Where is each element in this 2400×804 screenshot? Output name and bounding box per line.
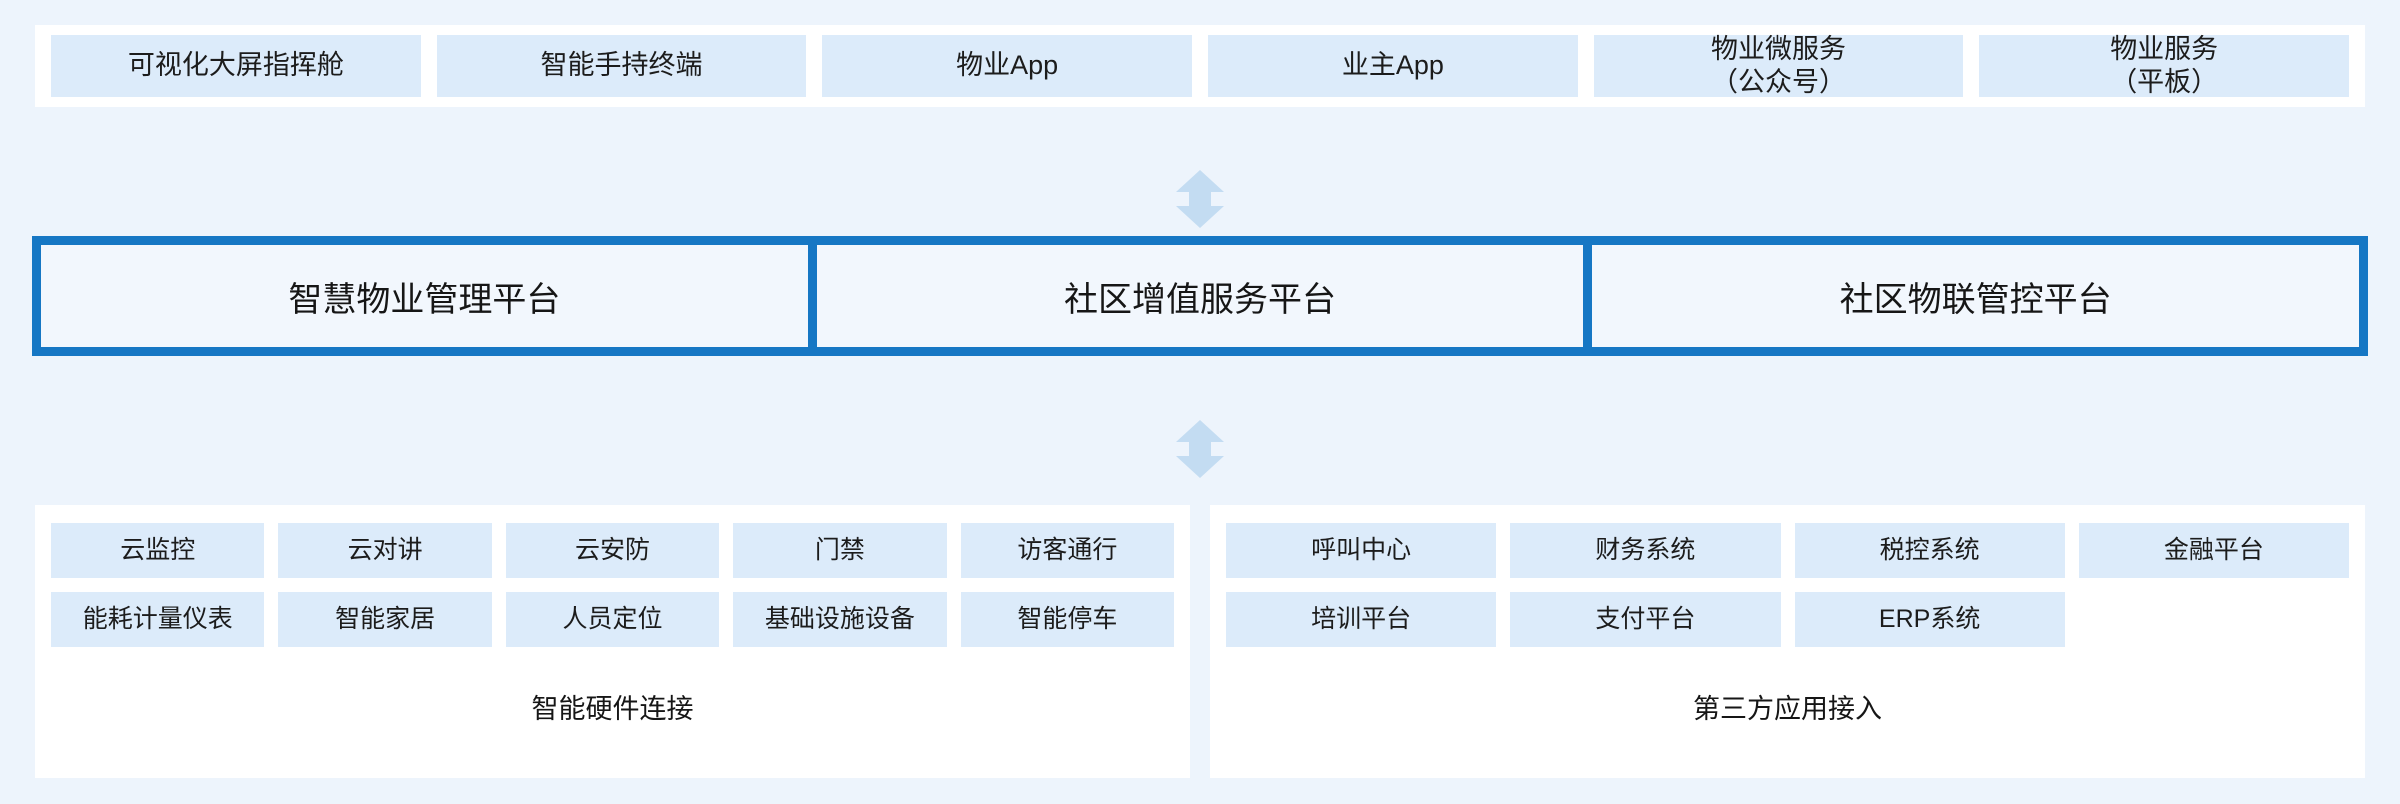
top-tile-0-label: 可视化大屏指挥舱 bbox=[127, 50, 344, 81]
top-tile-4[interactable]: 物业微服务（公众号） bbox=[1593, 34, 1964, 97]
top-tile-5-label: 物业服务（平板） bbox=[2110, 34, 2219, 97]
hw-tile-1-3[interactable]: 基础设施设备 bbox=[733, 592, 947, 647]
third-party-panel: 呼叫中心 财务系统 税控系统 金融平台 培训平台 支付平台 ERP系统 第三方应… bbox=[1210, 505, 2365, 778]
tp-tile-0-1-label: 财务系统 bbox=[1595, 536, 1696, 565]
tp-tile-0-3-label: 金融平台 bbox=[2163, 536, 2264, 565]
double-arrow-vertical-icon-bottom bbox=[1169, 420, 1231, 478]
hw-tile-0-1[interactable]: 云对讲 bbox=[278, 523, 492, 578]
hw-tile-1-0[interactable]: 能耗计量仪表 bbox=[51, 592, 265, 647]
hw-tile-1-2[interactable]: 人员定位 bbox=[505, 592, 720, 647]
tp-tile-0-0-label: 呼叫中心 bbox=[1311, 536, 1412, 565]
hw-tile-0-1-label: 云对讲 bbox=[347, 536, 423, 565]
hw-tile-0-3[interactable]: 门禁 bbox=[733, 523, 947, 578]
double-arrow-vertical-icon-top bbox=[1169, 170, 1231, 228]
smart-hardware-row-1: 能耗计量仪表 智能家居 人员定位 基础设施设备 智能停车 bbox=[51, 592, 1175, 647]
hw-tile-0-2-label: 云安防 bbox=[575, 536, 651, 565]
top-tile-4-label: 物业微服务（公众号） bbox=[1711, 34, 1847, 97]
hw-tile-0-3-label: 门禁 bbox=[814, 536, 865, 565]
top-tile-3-label: 业主App bbox=[1341, 50, 1444, 81]
hw-tile-1-1-label: 智能家居 bbox=[335, 605, 436, 634]
hw-tile-0-2[interactable]: 云安防 bbox=[505, 523, 720, 578]
tp-tile-0-1[interactable]: 财务系统 bbox=[1510, 523, 1781, 578]
top-tile-3[interactable]: 业主App bbox=[1208, 35, 1578, 97]
hw-tile-1-2-label: 人员定位 bbox=[562, 605, 663, 634]
tp-tile-1-2[interactable]: ERP系统 bbox=[1794, 592, 2065, 647]
third-party-caption: 第三方应用接入 bbox=[1693, 694, 1882, 724]
hw-tile-1-0-label: 能耗计量仪表 bbox=[82, 605, 233, 634]
client-endpoints-panel: 可视化大屏指挥舱 智能手持终端 物业App 业主App 物业微服务（公众号） 物… bbox=[35, 25, 2365, 107]
top-tile-0[interactable]: 可视化大屏指挥舱 bbox=[51, 35, 421, 97]
tp-tile-1-1-label: 支付平台 bbox=[1595, 605, 1696, 634]
smart-hardware-caption: 智能硬件连接 bbox=[531, 694, 694, 724]
third-party-row-1: 培训平台 支付平台 ERP系统 bbox=[1226, 592, 2349, 647]
tp-tile-1-1[interactable]: 支付平台 bbox=[1510, 592, 1781, 647]
platform-cell-2[interactable]: 社区物联管控平台 bbox=[1592, 245, 2360, 347]
hw-tile-1-3-label: 基础设施设备 bbox=[764, 605, 915, 634]
smart-hardware-row-0: 云监控 云对讲 云安防 门禁 访客通行 bbox=[51, 523, 1175, 578]
tp-tile-0-2[interactable]: 税控系统 bbox=[1794, 523, 2065, 578]
tp-tile-1-3-placeholder bbox=[2079, 592, 2349, 647]
top-tile-1[interactable]: 智能手持终端 bbox=[436, 35, 807, 97]
platform-bar: 智慧物业管理平台 社区增值服务平台 社区物联管控平台 bbox=[32, 236, 2368, 356]
top-tile-5[interactable]: 物业服务（平板） bbox=[1979, 34, 2350, 97]
tp-tile-1-0-label: 培训平台 bbox=[1311, 605, 1412, 634]
platform-cell-1-label: 社区增值服务平台 bbox=[1064, 280, 1336, 319]
platform-cell-0[interactable]: 智慧物业管理平台 bbox=[41, 245, 808, 347]
tp-tile-0-3[interactable]: 金融平台 bbox=[2078, 523, 2349, 578]
top-tile-2[interactable]: 物业App bbox=[822, 35, 1193, 97]
hw-tile-0-4[interactable]: 访客通行 bbox=[960, 523, 1175, 578]
hw-tile-0-0[interactable]: 云监控 bbox=[51, 523, 265, 578]
top-tile-2-label: 物业App bbox=[956, 50, 1059, 81]
smart-hardware-grid: 云监控 云对讲 云安防 门禁 访客通行 能耗计量仪表 智能家居 人员定位 基础设… bbox=[35, 505, 1190, 726]
tp-tile-0-0[interactable]: 呼叫中心 bbox=[1226, 523, 1497, 578]
third-party-grid: 呼叫中心 财务系统 税控系统 金融平台 培训平台 支付平台 ERP系统 第三方应… bbox=[1210, 505, 2365, 726]
hw-tile-1-4[interactable]: 智能停车 bbox=[960, 592, 1175, 647]
hw-tile-1-4-label: 智能停车 bbox=[1017, 605, 1118, 634]
hw-tile-1-1[interactable]: 智能家居 bbox=[278, 592, 492, 647]
smart-hardware-panel: 云监控 云对讲 云安防 门禁 访客通行 能耗计量仪表 智能家居 人员定位 基础设… bbox=[35, 505, 1190, 778]
tp-tile-0-2-label: 税控系统 bbox=[1879, 536, 1980, 565]
hw-tile-0-4-label: 访客通行 bbox=[1017, 536, 1118, 565]
hw-tile-0-0-label: 云监控 bbox=[120, 536, 196, 565]
top-tile-1-label: 智能手持终端 bbox=[540, 50, 703, 81]
platform-cell-1[interactable]: 社区增值服务平台 bbox=[816, 245, 1584, 347]
tp-tile-1-2-label: ERP系统 bbox=[1878, 605, 1981, 634]
third-party-row-0: 呼叫中心 财务系统 税控系统 金融平台 bbox=[1226, 523, 2349, 578]
platform-cell-2-label: 社区物联管控平台 bbox=[1839, 280, 2112, 319]
tp-tile-1-0[interactable]: 培训平台 bbox=[1226, 592, 1497, 647]
platform-cell-0-label: 智慧物业管理平台 bbox=[288, 280, 561, 319]
